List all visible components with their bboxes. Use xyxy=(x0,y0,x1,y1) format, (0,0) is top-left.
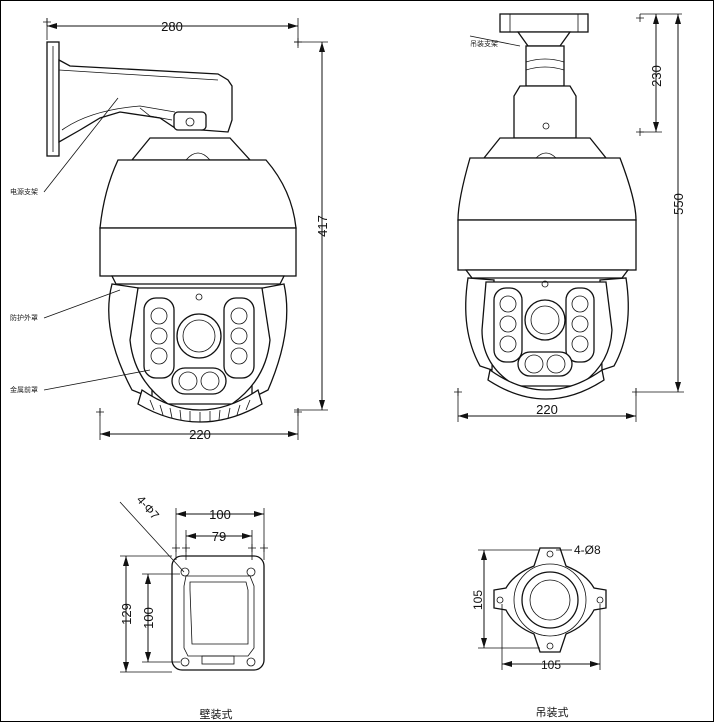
pendant-pipe xyxy=(525,45,565,87)
wall-mount-plate xyxy=(171,555,265,671)
front-view xyxy=(457,13,637,400)
ceiling-mount-dimensions: 4-Ø8 105 105 吊装式 xyxy=(471,543,601,719)
caption-ceiling: 吊装式 xyxy=(536,706,569,719)
ceiling-plate xyxy=(499,13,589,33)
upper-housing xyxy=(99,159,297,229)
front-dimensions: 吊装支架 230 550 220 xyxy=(457,13,686,422)
dim-105-h: 105 xyxy=(471,590,485,610)
dim-hole-ceiling: 4-Ø8 xyxy=(574,543,601,557)
dim-280: 280 xyxy=(161,19,183,34)
label-bracket: 电源支架 xyxy=(10,187,38,196)
dim-hole-wall: 4-Φ7 xyxy=(134,493,162,523)
ceiling-mount-plate xyxy=(493,547,607,653)
dim-105-w: 105 xyxy=(541,658,561,672)
dim-79: 79 xyxy=(212,529,226,544)
neck xyxy=(173,111,207,131)
caption-wall: 壁装式 xyxy=(200,707,233,721)
dim-417: 417 xyxy=(315,215,330,237)
dim-100-h: 100 xyxy=(141,607,156,629)
wall-bracket xyxy=(58,58,233,144)
label-pendant: 吊装支架 xyxy=(470,39,498,48)
label-metal: 金属前罩 xyxy=(10,385,38,394)
upper-housing-front xyxy=(457,157,637,221)
dim-230: 230 xyxy=(649,65,664,87)
dim-550: 550 xyxy=(671,193,686,215)
dim-220-side: 220 xyxy=(189,427,211,442)
dim-220-front: 220 xyxy=(536,402,558,417)
top-cap xyxy=(130,137,252,161)
reference-marks xyxy=(43,14,644,552)
dim-129: 129 xyxy=(119,603,134,625)
wall-plate-outline xyxy=(171,555,265,671)
side-dimensions: 280 417 220 电源支架 防护外罩 金属前罩 xyxy=(10,18,330,442)
lens xyxy=(176,313,222,359)
housing-band xyxy=(99,227,297,277)
side-view xyxy=(46,41,297,423)
label-cover: 防护外罩 xyxy=(10,313,38,322)
dim-100-w: 100 xyxy=(209,507,231,522)
